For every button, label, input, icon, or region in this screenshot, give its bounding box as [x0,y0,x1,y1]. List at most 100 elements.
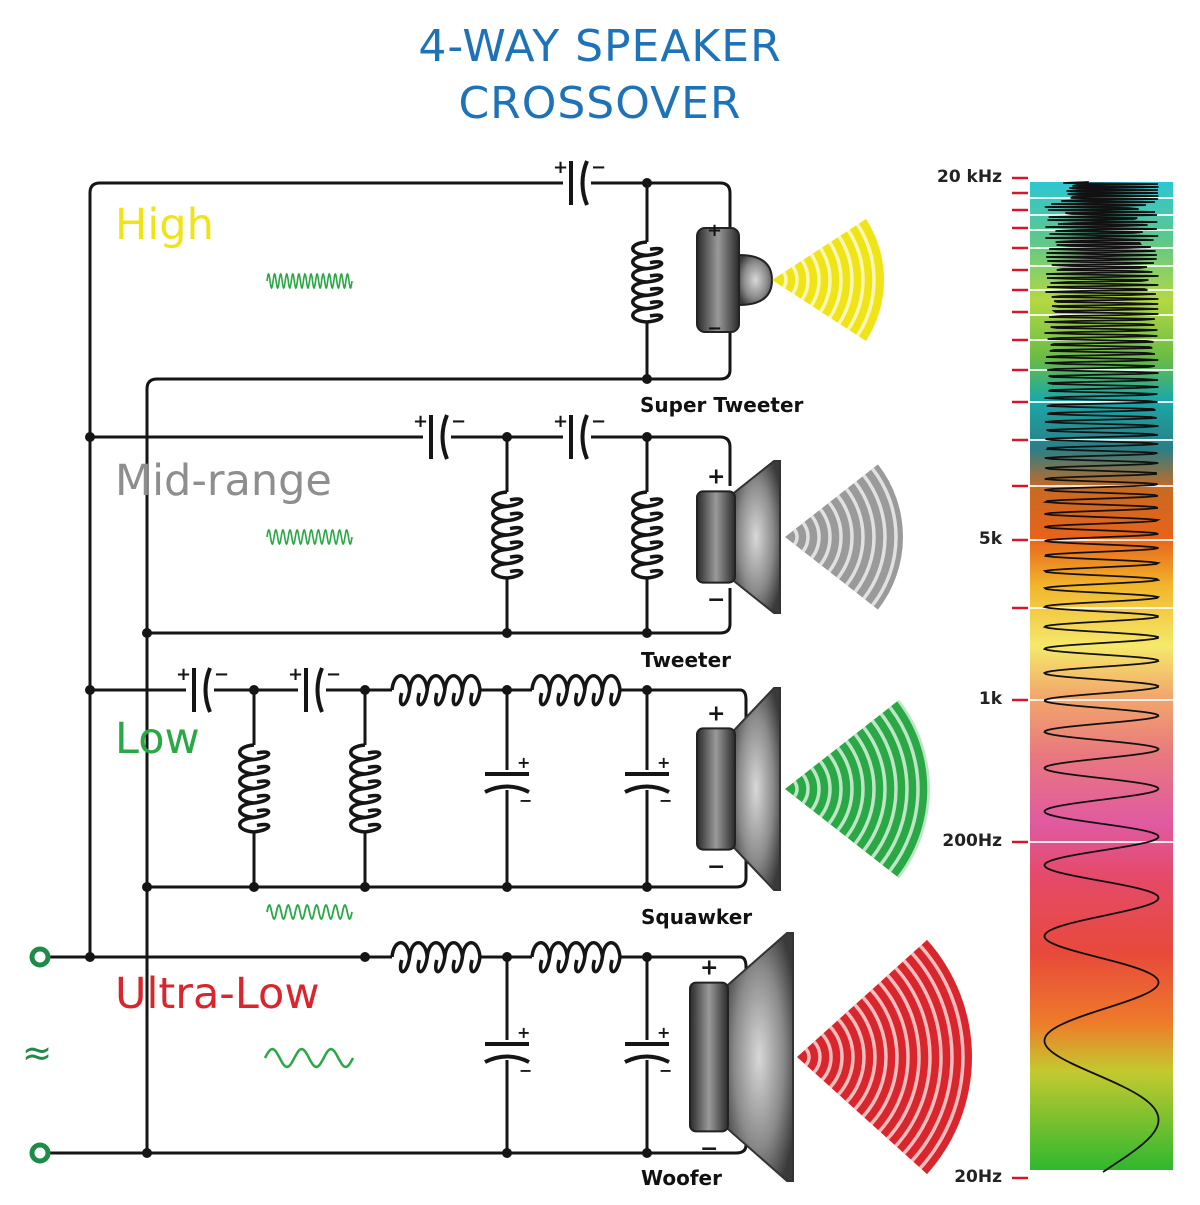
svg-text:+: + [553,157,568,178]
speaker-squawker: +− [696,687,781,891]
svg-text:−: − [591,411,606,432]
svg-text:+: + [517,1023,530,1042]
junction-dot [502,685,512,695]
junction-dot [642,178,652,188]
waveform-mid-range [266,528,353,546]
wire [147,858,748,889]
svg-text:−: − [326,664,341,685]
svg-text:+: + [707,464,725,489]
junction-dot [642,628,652,638]
junction-dot [85,432,95,442]
junction-dot [142,882,152,892]
svg-text:+: + [413,411,428,432]
svg-text:+: + [657,1023,670,1042]
wire-return-bus [145,332,732,1153]
speaker-label-super-tweeter: Super Tweeter [640,393,804,417]
speaker-label-tweeter: Tweeter [641,648,732,672]
speaker-woofer: +− [689,932,794,1182]
band-label-high: High [115,200,214,250]
svg-text:−: − [707,588,725,613]
junction-dot [502,432,512,442]
junction-dot [142,1148,152,1158]
wire-high-top [88,181,732,957]
series-inductor [530,670,622,710]
band-label-mid-range: Mid-range [115,456,332,506]
junction-dot [502,628,512,638]
series-inductor [390,670,482,710]
shunt-inductor [627,490,667,580]
junction-dot [642,1148,652,1158]
speakers: +−+−+−+− [689,219,972,1182]
svg-text:−: − [591,157,606,178]
svg-text:+: + [553,411,568,432]
svg-text:−: − [519,1061,532,1080]
sound-waves-high [772,219,884,341]
junction-dot [142,628,152,638]
series-capacitor: +− [553,157,606,206]
input-terminal-negative [29,1142,51,1164]
title-line-2: CROSSOVER [458,78,742,129]
svg-text:+: + [176,664,191,685]
series-inductor [390,937,482,977]
wire [90,688,748,720]
frequency-spectrum [1012,176,1173,1180]
junction-dot [249,882,259,892]
title-line-1: 4-WAY SPEAKER [418,21,782,72]
junction-dot [642,882,652,892]
sound-waves-mid-range [785,464,903,610]
svg-text:−: − [214,664,229,685]
wire [90,435,732,486]
wire [147,588,732,635]
ac-input-symbol: ≈ [22,1033,53,1074]
junction-dot [360,685,370,695]
series-capacitor: +− [413,411,466,460]
speaker-tweeter: +− [696,460,781,614]
spectrum-label: 200Hz [942,831,1002,851]
sound-waves-ultra-low [797,939,972,1175]
wire [40,955,748,986]
svg-text:+: + [288,664,303,685]
svg-text:+: + [707,220,722,241]
spectrum-label: 1k [978,689,1002,709]
speaker-super-tweeter: +− [696,220,774,339]
spectrum-label: 20Hz [954,1167,1002,1187]
series-capacitor: +− [288,664,341,713]
shunt-capacitor: +− [624,753,672,810]
junction-dot [642,374,652,384]
circuit-components: +−+−+−+−+−+−+−+−+− [176,157,672,1080]
junction-dot [85,685,95,695]
junction-dot [502,882,512,892]
svg-text:−: − [659,1061,672,1080]
junction-dot [360,882,370,892]
spectrum-label: 20 kHz [936,167,1002,187]
shunt-inductor [627,240,667,324]
speaker-label-squawker: Squawker [641,905,753,929]
series-capacitor: +− [553,411,606,460]
series-inductor [530,937,622,977]
waveform-low [266,903,353,921]
shunt-capacitor: +− [484,753,532,810]
shunt-inductor [234,743,274,834]
svg-text:+: + [707,701,725,726]
input-terminal-positive [29,946,51,968]
junction-dot [642,432,652,442]
svg-text:+: + [657,753,670,772]
band-label-ultra-low: Ultra-Low [115,969,320,1019]
junction-dot [360,952,370,962]
junction-dot [642,952,652,962]
svg-text:−: − [700,1136,718,1161]
junction-dot [642,685,652,695]
svg-text:−: − [659,791,672,810]
svg-text:−: − [519,791,532,810]
shunt-inductor [345,743,385,834]
junction-dot [502,952,512,962]
shunt-inductor [487,490,527,580]
waveform-high [266,272,353,290]
speaker-label-woofer: Woofer [641,1166,722,1190]
shunt-capacitor: +− [624,1023,672,1080]
junction-dot [85,952,95,962]
svg-text:+: + [700,956,718,981]
waveform-ultra-low [263,1047,355,1069]
